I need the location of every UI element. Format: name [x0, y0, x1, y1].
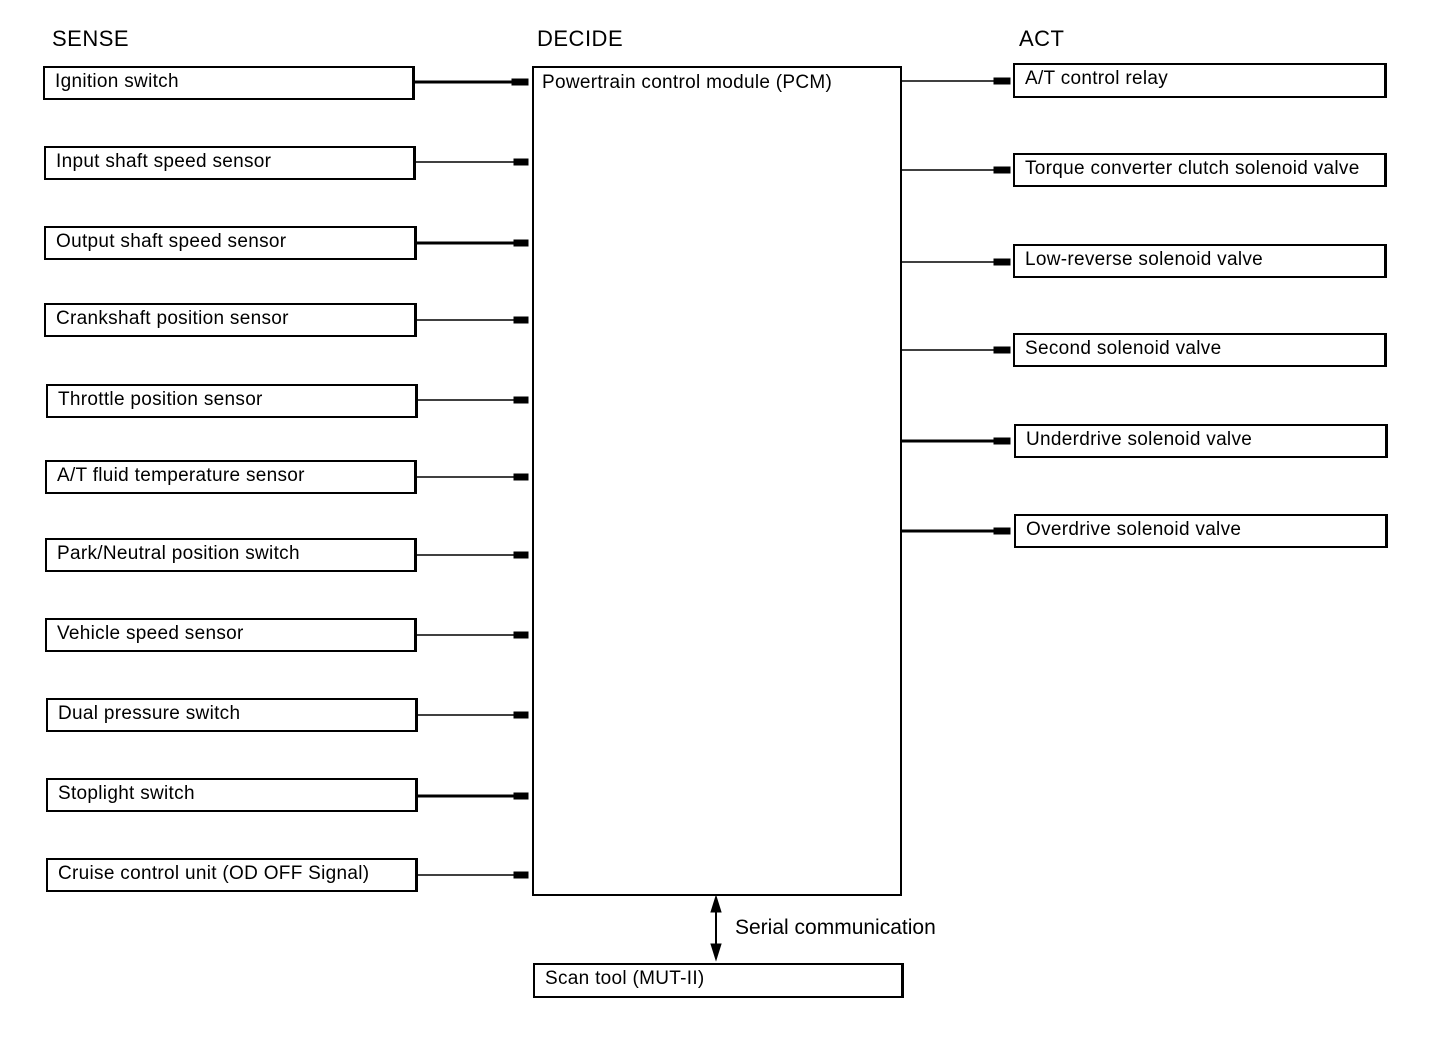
serial-arrow-up [710, 894, 722, 913]
input-arrowhead [513, 158, 529, 166]
output-overdrive-solenoid-valve: Overdrive solenoid valve [1014, 514, 1388, 548]
input-arrowhead [511, 78, 529, 86]
output-torque-converter-clutch-solenoid-valve: Torque converter clutch solenoid valve [1013, 153, 1387, 187]
input-vehicle-speed-sensor: Vehicle speed sensor [45, 618, 417, 652]
pcm-title: Powertrain control module (PCM) [542, 72, 833, 93]
input-arrowhead [513, 473, 529, 481]
output-arrowhead [993, 258, 1011, 266]
input-arrowhead [513, 551, 529, 559]
input-arrowhead [513, 631, 529, 639]
input-at-fluid-temperature-sensor: A/T fluid temperature sensor [45, 460, 417, 494]
output-arrowhead [993, 346, 1011, 354]
input-arrowhead [513, 711, 529, 719]
input-ignition-switch: Ignition switch [43, 66, 415, 100]
heading-act: ACT [1019, 26, 1065, 51]
pcm-block: Powertrain control module (PCM) [532, 66, 902, 896]
output-low-reverse-solenoid-valve: Low-reverse solenoid valve [1013, 244, 1387, 278]
output-arrowhead [993, 166, 1011, 174]
output-arrowhead [993, 437, 1011, 445]
input-park-neutral-position-switch: Park/Neutral position switch [45, 538, 417, 572]
heading-sense: SENSE [52, 26, 130, 51]
input-arrowhead [513, 792, 529, 800]
scan-tool-box: Scan tool (MUT-II) [533, 963, 904, 998]
input-arrowhead [513, 316, 529, 324]
input-input-shaft-speed-sensor: Input shaft speed sensor [44, 146, 416, 180]
output-arrowhead [993, 527, 1011, 535]
serial-arrow-down [710, 943, 722, 962]
input-dual-pressure-switch: Dual pressure switch [46, 698, 418, 732]
input-arrowhead [513, 396, 529, 404]
output-second-solenoid-valve: Second solenoid valve [1013, 333, 1387, 367]
input-crankshaft-position-sensor: Crankshaft position sensor [44, 303, 417, 337]
output-underdrive-solenoid-valve: Underdrive solenoid valve [1014, 424, 1388, 458]
input-cruise-control-unit: Cruise control unit (OD OFF Signal) [46, 858, 418, 892]
serial-communication-label: Serial communication [735, 916, 936, 939]
input-throttle-position-sensor: Throttle position sensor [46, 384, 418, 418]
input-output-shaft-speed-sensor: Output shaft speed sensor [44, 226, 417, 260]
input-arrowhead [513, 871, 529, 879]
output-arrowhead [993, 77, 1011, 85]
output-at-control-relay: A/T control relay [1013, 63, 1387, 98]
heading-decide: DECIDE [537, 26, 624, 51]
input-arrowhead [513, 239, 529, 247]
input-stoplight-switch: Stoplight switch [46, 778, 418, 812]
